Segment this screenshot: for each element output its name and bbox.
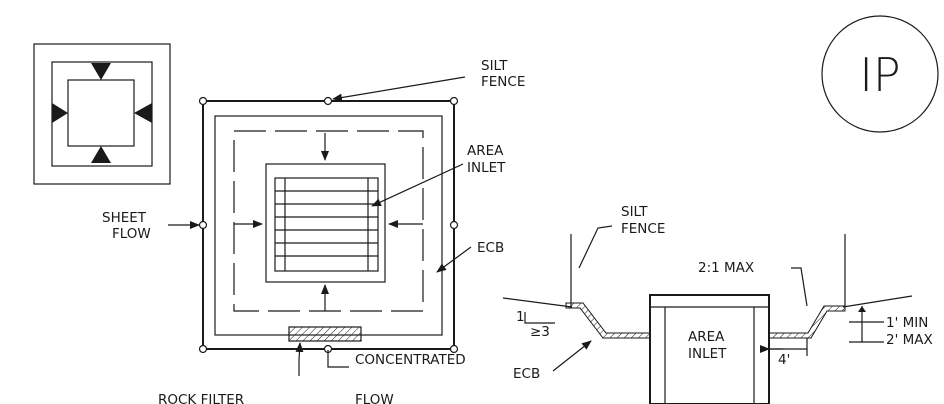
plan-fence-post (449, 344, 459, 354)
plan-concentrated-flow-label-2: FLOW (355, 392, 394, 404)
slope-max-leader (791, 267, 808, 307)
section-ecb-label: ECB (513, 366, 540, 382)
min-depth-label: 1' MIN (886, 315, 928, 331)
plan-fence-post (323, 96, 333, 106)
plan-silt-fence-label-2: FENCE (481, 74, 525, 90)
plan-sheet-flow-label-1: SHEET (102, 210, 147, 226)
key-arrow-up-icon (91, 146, 111, 163)
section-ground-left (502, 297, 573, 308)
section-silt-fence-label-1: SILT (621, 204, 648, 220)
flow-direction-key-symbol (33, 43, 171, 185)
slope-ratio-triangle (524, 312, 555, 324)
section-ecb-left (565, 302, 651, 339)
plan-dashed-boundary (233, 130, 424, 312)
rock-filter-leader (295, 342, 304, 376)
plan-silt-fence-label-1: SILT (481, 58, 508, 74)
plan-ecb-boundary (214, 115, 443, 336)
plan-rock-filter (288, 326, 362, 342)
plan-view (168, 76, 472, 376)
slope-ratio-run: ≥3 (530, 324, 550, 340)
section-ecb-leader (552, 340, 592, 372)
plan-inlet-grate (274, 177, 379, 272)
ip-symbol-text: IP (859, 48, 900, 102)
key-arrow-right-icon (52, 103, 68, 123)
key-outer-square (33, 43, 171, 185)
plan-fence-post (198, 220, 208, 230)
key-inner-square (67, 79, 135, 147)
section-view (502, 225, 913, 404)
plan-fence-post (449, 220, 459, 230)
ip-symbol: IP (821, 15, 939, 133)
plan-inlet-box (265, 163, 386, 283)
ecb-leader (436, 246, 472, 273)
section-silt-fence-label-2: FENCE (621, 221, 665, 237)
area-inlet-leader (371, 163, 464, 207)
plan-ecb-label: ECB (477, 240, 504, 256)
max-depth-label: 2' MAX (886, 332, 933, 348)
plan-sheet-flow-label-2: FLOW (112, 226, 151, 242)
slope-ratio-rise: 1 (516, 309, 525, 325)
ip-circle (821, 15, 939, 133)
section-area-inlet-label-2: INLET (688, 346, 727, 362)
depth-arrow-up-icon (858, 306, 866, 312)
key-arrow-left-icon (134, 103, 152, 123)
plan-area-inlet-label-1: AREA (467, 143, 504, 159)
key-arrow-down-icon (91, 63, 111, 80)
plan-fence-post (198, 96, 208, 106)
plan-concentrated-flow-label-1: CONCENTRATED (355, 352, 466, 368)
silt-fence-leader (332, 76, 466, 102)
plan-silt-fence-perimeter (202, 100, 455, 350)
plan-fence-post (449, 96, 459, 106)
slope-max-label: 2:1 MAX (698, 260, 754, 276)
section-ecb-right (768, 305, 846, 339)
concentrated-flow-leader (327, 350, 349, 368)
section-ground-right (842, 295, 913, 308)
offset-label: 4' (778, 352, 790, 368)
plan-fence-post (198, 344, 208, 354)
plan-rock-filter-label: ROCK FILTER (158, 392, 244, 404)
section-silt-fence-leader (578, 225, 613, 269)
plan-area-inlet-label-2: INLET (467, 160, 506, 176)
section-area-inlet-label-1: AREA (688, 329, 725, 345)
